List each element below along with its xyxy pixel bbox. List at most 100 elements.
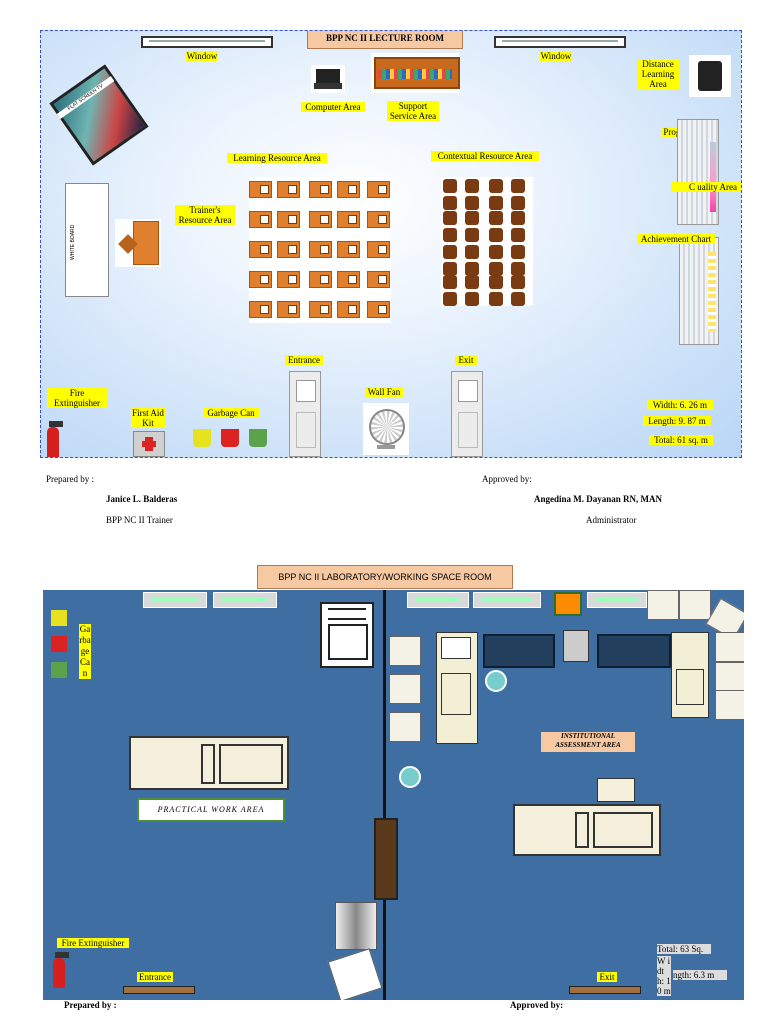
achievement-chart-label: Achievement Chart [637, 234, 715, 244]
learning-resource-area-label: Learning Resource Area [227, 153, 327, 163]
round-stool-icon [399, 766, 421, 788]
preparer-name: Janice L. Balderas [106, 494, 178, 504]
table-with-chairs-icon [487, 245, 531, 276]
exit-label: Exit [455, 355, 477, 365]
student-desk-icon [277, 181, 300, 198]
bookshelf-icon [371, 53, 460, 93]
cabinet-icon [327, 948, 383, 1000]
sink-cabinet-icon [597, 634, 671, 668]
fire-extinguisher-icon [41, 421, 67, 457]
lab-exit-label: Exit [597, 972, 617, 982]
approver-title: Administrator [586, 515, 637, 525]
lab-prepared-by-label: Prepared by : [64, 1000, 117, 1010]
student-desk-icon [249, 211, 272, 228]
student-desk-grid [249, 177, 391, 323]
chair-icon [389, 636, 421, 666]
distance-learning-area-label: Distance Learning Area [637, 59, 679, 89]
window-left-label: Window [186, 51, 218, 61]
student-desk-icon [367, 271, 390, 288]
assessment-counter-icon [513, 804, 661, 856]
whiteboard-icon: WHITE BOARD [65, 183, 109, 297]
student-desk-icon [367, 241, 390, 258]
student-desk-icon [309, 241, 332, 258]
lecture-room-plan: BPP NC II LECTURE ROOM Window Window FLA… [40, 30, 742, 458]
group-table-grid [441, 177, 533, 306]
table-with-chairs-icon [487, 275, 531, 306]
trainer-desk-icon [115, 219, 161, 267]
lab-window-icon [473, 592, 541, 608]
student-desk-icon [277, 241, 300, 258]
student-desk-icon [309, 301, 332, 318]
conference-table-icon [689, 55, 731, 97]
table-with-chairs-icon [441, 211, 485, 242]
support-service-area-label: Support Service Area [387, 101, 439, 121]
student-desk-icon [249, 271, 272, 288]
lab-width-label: W idt h: 10 m [657, 956, 671, 996]
approver-name: Angedina M. Dayanan RN, MAN [534, 494, 663, 504]
stove-top-icon [436, 632, 478, 744]
table-with-chairs-icon [487, 179, 531, 210]
chair-icon [715, 662, 744, 692]
lab-exit-door-icon [569, 986, 641, 994]
garbage-can-yellow-icon [193, 429, 211, 447]
lab-garbage-can-label: Ga rba ge Ca n [79, 624, 91, 679]
partition-door-icon [374, 818, 398, 900]
chair-icon [715, 632, 744, 662]
achievement-chart-icon [679, 237, 719, 345]
student-desk-icon [367, 211, 390, 228]
prepared-by-label: Prepared by : [46, 474, 94, 484]
whiteboard-text: WHITE BOARD [70, 224, 76, 260]
wall-fan-icon [363, 403, 409, 455]
work-counter-icon [129, 736, 289, 790]
lab-window-icon [143, 592, 207, 608]
chair-icon [389, 674, 421, 704]
lab-garbage-can-red-icon [51, 636, 67, 652]
student-desk-icon [367, 301, 390, 318]
lab-entrance-label: Entrance [137, 972, 173, 982]
lab-room-title: BPP NC II LABORATORY/WORKING SPACE ROOM [257, 565, 513, 589]
student-desk-icon [249, 181, 272, 198]
lab-window-icon [587, 592, 647, 608]
student-desk-icon [277, 301, 300, 318]
institutional-assessment-area-label: INSTITUTIONAL ASSESSMENT AREA [541, 732, 635, 752]
lab-garbage-can-yellow-icon [51, 610, 67, 626]
garbage-can-green-icon [249, 429, 267, 447]
chair-icon [389, 712, 421, 742]
entrance-door-icon [289, 371, 321, 457]
table-with-chairs-icon [441, 275, 485, 306]
lab-length-label: ngth: 6.3 m [673, 970, 727, 980]
student-desk-icon [337, 211, 360, 228]
table-with-chairs-icon [441, 245, 485, 276]
lab-window-icon [213, 592, 277, 608]
round-stool-icon [485, 670, 507, 692]
table-with-chairs-icon [441, 179, 485, 210]
lab-fire-extinguisher-icon [47, 952, 73, 990]
lab-approved-by-label: Approved by: [510, 1000, 564, 1010]
student-desk-icon [309, 181, 332, 198]
student-desk-icon [249, 301, 272, 318]
window-left-icon [141, 36, 273, 48]
student-desk-icon [337, 271, 360, 288]
student-desk-icon [337, 241, 360, 258]
lab-total-label: Total: 63 Sq. [657, 944, 711, 954]
flat-screen-tv-icon: FLAT SCREEN TV [49, 64, 149, 166]
double-sink-icon [597, 778, 635, 802]
oven-range-icon [320, 602, 374, 668]
garbage-can-label: Garbage Can [203, 408, 259, 418]
window-right-label: Window [540, 51, 572, 61]
trainers-resource-area-label: Trainer's Resource Area [175, 205, 235, 225]
first-aid-kit-icon [133, 431, 165, 457]
tv-text: FLAT SCREEN TV [56, 76, 115, 119]
box-icon [554, 592, 582, 616]
lecture-total-label: Total: 61 sq. m [649, 435, 713, 445]
refrigerator-icon [335, 902, 377, 950]
computer-area-label: Computer Area [301, 102, 365, 112]
fire-extinguisher-label: Fire Extinguisher [47, 388, 107, 408]
chair-icon [647, 590, 679, 620]
garbage-can-red-icon [221, 429, 239, 447]
lab-garbage-can-green-icon [51, 662, 67, 678]
student-desk-icon [277, 271, 300, 288]
approved-by-label: Approved by: [482, 474, 532, 484]
lecture-width-label: Width: 6. 26 m [647, 400, 713, 410]
contextual-resource-area-label: Contextual Resource Area [431, 151, 539, 161]
